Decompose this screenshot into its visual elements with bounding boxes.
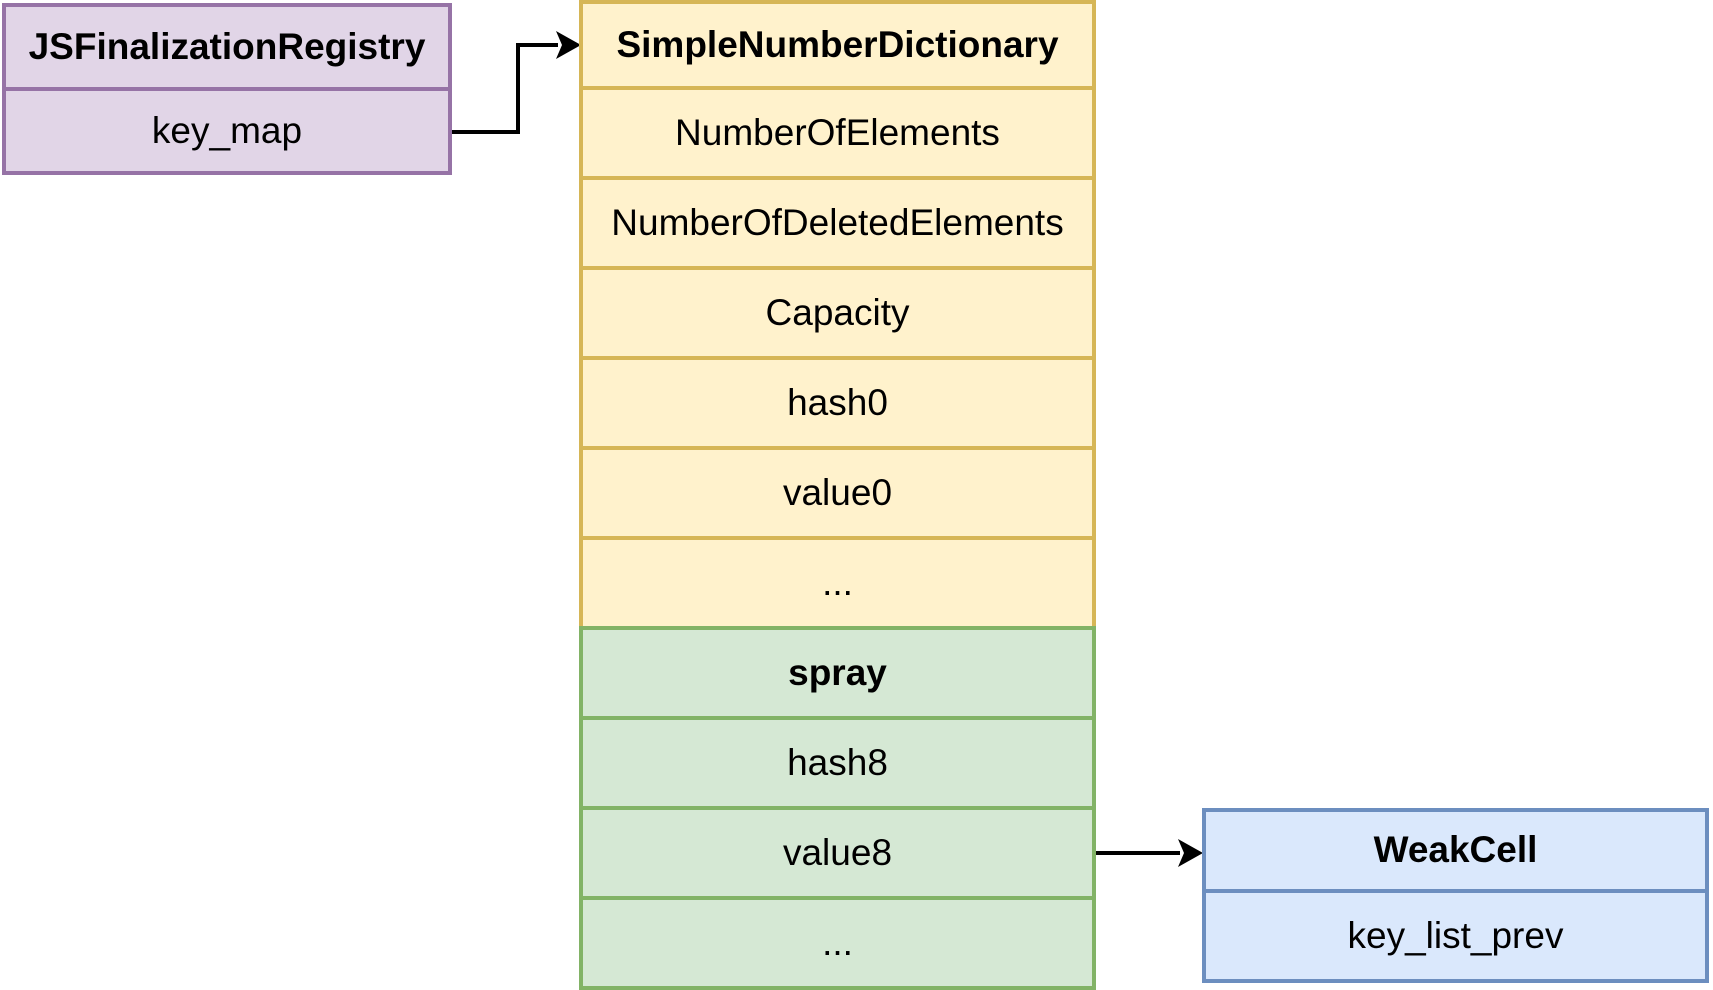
numberofdeletedelements-row: NumberOfDeletedElements (579, 176, 1096, 270)
simplenumberdictionary-title: SimpleNumberDictionary (579, 0, 1096, 90)
ellipsis-row: ... (579, 896, 1096, 990)
simplenumberdictionary-box: SimpleNumberDictionary NumberOfElements … (579, 0, 1096, 990)
connector-value8-to-weakcell (1096, 839, 1203, 867)
value0-row: value0 (579, 446, 1096, 540)
hash8-row: hash8 (579, 716, 1096, 810)
connector-keymap-to-dictionary (452, 31, 581, 134)
ellipsis-row: ... (579, 536, 1096, 630)
weakcell-box: WeakCell key_list_prev (1202, 808, 1709, 983)
key-map-row: key_map (2, 87, 452, 175)
key-list-prev-row: key_list_prev (1202, 889, 1709, 983)
connector-line (452, 43, 558, 134)
numberofelements-row: NumberOfElements (579, 86, 1096, 180)
spray-section: spray hash8 value8 ... (579, 626, 1096, 990)
value8-row: value8 (579, 806, 1096, 900)
jsfinalizationregistry-title: JSFinalizationRegistry (2, 3, 452, 91)
jsfinalizationregistry-box: JSFinalizationRegistry key_map (2, 3, 452, 175)
weakcell-title: WeakCell (1202, 808, 1709, 893)
dictionary-section: SimpleNumberDictionary NumberOfElements … (579, 0, 1096, 630)
arrowhead-icon (1178, 839, 1203, 867)
capacity-row: Capacity (579, 266, 1096, 360)
arrowhead-icon (556, 31, 581, 59)
spray-title: spray (579, 626, 1096, 720)
hash0-row: hash0 (579, 356, 1096, 450)
